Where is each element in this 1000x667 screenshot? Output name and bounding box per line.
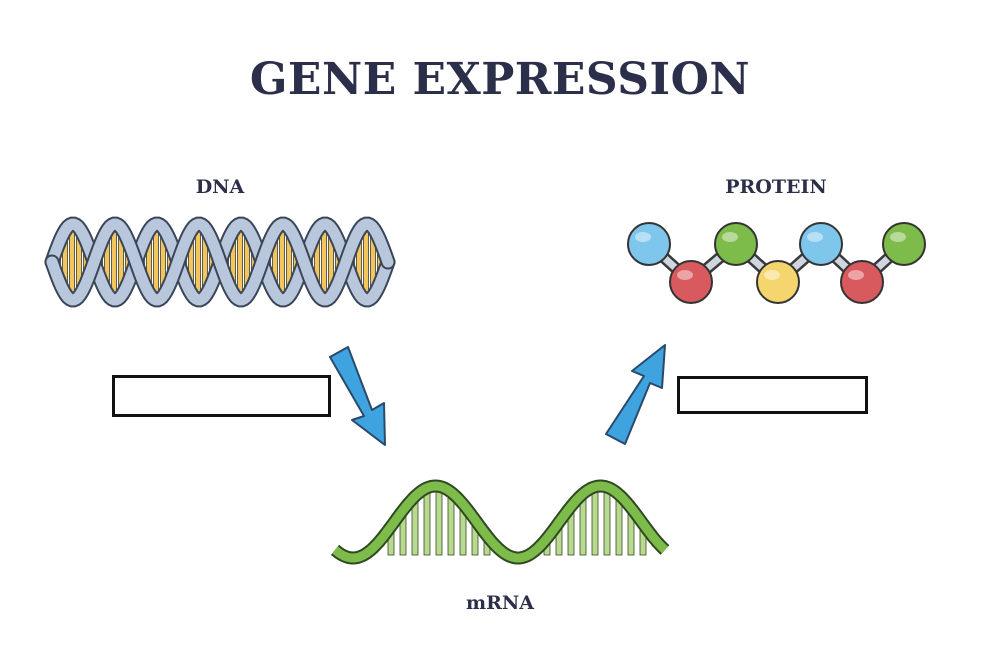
amino-acid-red [840, 260, 884, 304]
translation-blank-box[interactable] [677, 376, 868, 414]
translation-arrow-icon [605, 344, 666, 445]
amino-acid-yellow [756, 260, 800, 304]
amino-acid-green [882, 222, 926, 266]
protein-label: PROTEIN [725, 176, 827, 198]
dna-label: DNA [195, 176, 245, 198]
page-title: GENE EXPRESSION [249, 54, 751, 105]
amino-acid-red [669, 260, 713, 304]
amino-acid-green [714, 222, 758, 266]
protein-chain-icon [627, 222, 926, 304]
transcription-arrow-icon [329, 346, 386, 446]
mrna-label: mRNA [465, 592, 534, 614]
mrna-strand-icon [330, 479, 670, 565]
amino-acid-blue [799, 222, 843, 266]
amino-acid-blue [627, 222, 671, 266]
dna-helix-icon [44, 216, 396, 308]
transcription-blank-box[interactable] [112, 375, 331, 417]
